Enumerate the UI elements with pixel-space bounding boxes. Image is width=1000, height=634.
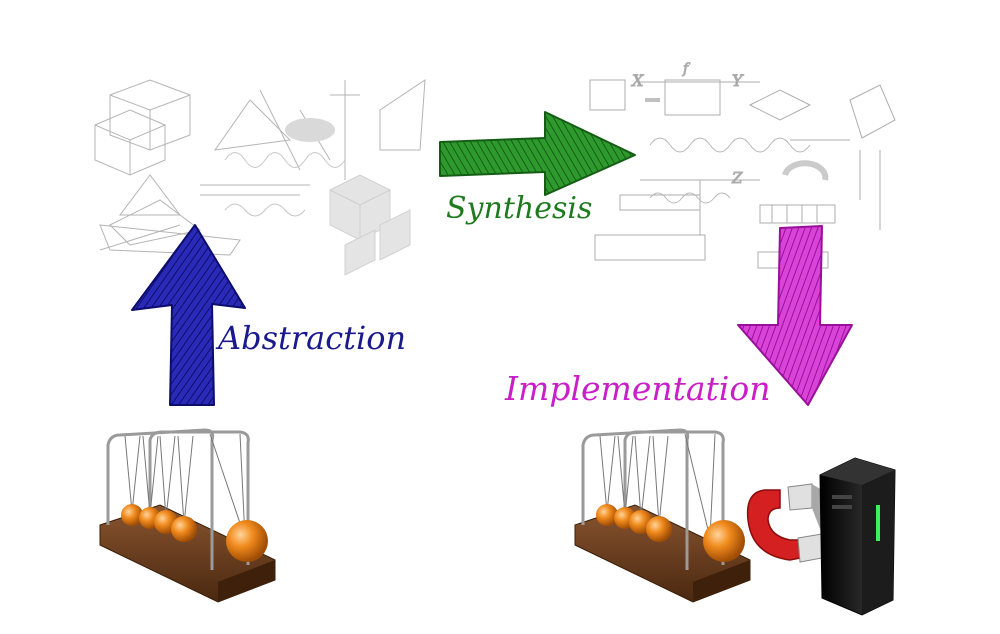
magnet-icon [746,483,823,563]
cube-puzzle-sketch [94,79,191,176]
newtons-cradle-icon [99,428,276,603]
abstraction-label: Abstraction [218,319,407,357]
implementation-label: Implementation [505,369,771,408]
newtons-cradle-icon [574,428,751,603]
tile-pattern-sketch [328,174,411,276]
abstraction-arrow [131,224,246,406]
implementation-arrow [737,225,853,406]
z-variable: Z [731,169,743,187]
pyramid-sketch [99,174,202,251]
synthesis-sketch-collage: X f Y Z [589,61,896,269]
server-icon [819,457,896,616]
x-variable: X [630,71,644,90]
y-variable: Y [732,71,744,90]
block-diagram-sketch [589,79,896,269]
abstraction-sketch-collage [94,79,426,276]
status-light [876,505,880,541]
synthesis-arrow [439,111,636,196]
controller-scribble [649,137,811,204]
geometry-sketch [200,79,426,196]
synthesis-label: Synthesis [446,191,593,226]
f-variable: f [682,61,691,77]
